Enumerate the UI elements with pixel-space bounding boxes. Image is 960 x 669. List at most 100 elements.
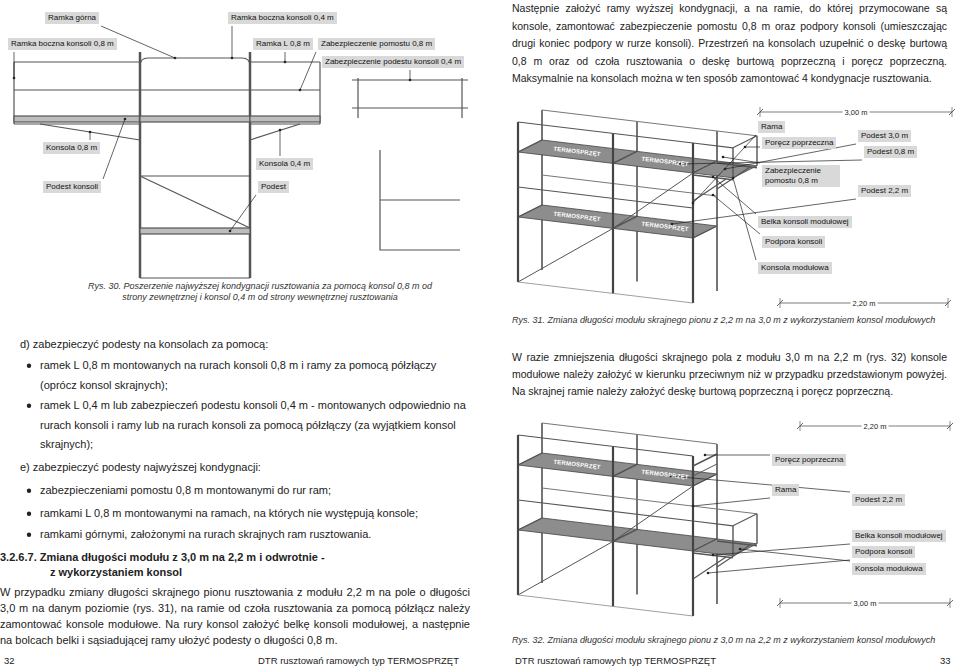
transom bbox=[518, 453, 542, 465]
bullet-marks bbox=[27, 364, 31, 537]
drawing-part bbox=[14, 116, 140, 122]
bullet bbox=[27, 364, 31, 368]
drawing-part bbox=[380, 199, 460, 200]
deck-plank bbox=[518, 205, 637, 228]
callout-tag: Poręcz poprzeczna bbox=[772, 454, 846, 466]
leader-line bbox=[745, 147, 760, 148]
drawing-part bbox=[357, 78, 358, 118]
drawing-part bbox=[352, 79, 468, 80]
drawing-part bbox=[250, 89, 320, 90]
list-item: ramek L 0,4 m lub zabezpieczeń podestu k… bbox=[40, 396, 470, 455]
extension-line bbox=[950, 598, 951, 608]
bullet bbox=[27, 489, 31, 493]
leader-dot bbox=[744, 146, 747, 149]
callout-text: Poręcz poprzeczna bbox=[765, 138, 833, 148]
leader-line bbox=[670, 476, 850, 492]
callout-text: Ramka boczna konsoli 0,8 m bbox=[11, 39, 114, 49]
leader-lines bbox=[13, 26, 862, 574]
guard-rail bbox=[693, 521, 733, 526]
list-item: ramek L 0,8 m montowanych na rurach kons… bbox=[40, 356, 470, 395]
body-paragraph: W przypadku zmiany długości skrajnego pi… bbox=[0, 584, 470, 648]
plank-logo: TERMOSPRZĘT bbox=[553, 458, 601, 471]
callout-tag: Ramka boczna konsoli 0,8 m bbox=[8, 38, 117, 50]
drawing-part bbox=[250, 123, 320, 124]
console-post bbox=[756, 514, 757, 544]
deck-plank bbox=[518, 518, 637, 541]
frame-post bbox=[716, 131, 718, 291]
callout-text: Podest 2,2 m bbox=[855, 495, 902, 505]
guard-rail bbox=[518, 435, 693, 456]
plank-logo: TERMOSPRZĘT bbox=[553, 210, 601, 223]
leader-dot bbox=[712, 554, 715, 557]
leader-dot bbox=[712, 194, 715, 197]
callout-tag: Belka konsoli modułowej bbox=[852, 530, 946, 542]
callout-text: Ramka boczna konsoli 0,4 m bbox=[231, 13, 334, 23]
leader-dot bbox=[722, 156, 725, 159]
scaffold-perspective bbox=[518, 110, 757, 303]
extension-line bbox=[952, 107, 953, 117]
extension-line bbox=[948, 298, 949, 308]
frame-post bbox=[517, 435, 519, 595]
leader-dot bbox=[284, 61, 287, 64]
console-support bbox=[717, 167, 750, 189]
callout-tag: Ramka L 0,8 m bbox=[253, 38, 313, 50]
leader-line bbox=[705, 455, 770, 456]
body-paragraph: W razie zmniejszenia długości skrajnego … bbox=[512, 349, 947, 400]
transom bbox=[613, 529, 637, 541]
diagonal-brace bbox=[518, 228, 613, 282]
leader-dot bbox=[279, 129, 282, 132]
console-post bbox=[732, 526, 733, 556]
leader-dot bbox=[409, 79, 412, 82]
leader-dot bbox=[692, 202, 695, 205]
drawing-part bbox=[380, 150, 460, 250]
diagonal-brace bbox=[613, 173, 693, 228]
leader-dot bbox=[707, 572, 710, 575]
console-support bbox=[717, 545, 750, 567]
callout-text: Ramka L 0,8 m bbox=[256, 39, 310, 49]
drawing-part bbox=[249, 52, 252, 278]
leader-dot bbox=[13, 77, 16, 80]
list-item: ramkami L 0,8 m montowanymi na ramach, n… bbox=[40, 504, 470, 524]
leader-line bbox=[230, 195, 256, 231]
callout-text: Rama bbox=[761, 122, 782, 132]
page-number: 33 bbox=[940, 655, 951, 667]
callout-tag: Konsola modułowa bbox=[758, 262, 832, 274]
callout-tag: Rama bbox=[772, 484, 799, 496]
transom bbox=[518, 140, 542, 152]
leader-dot bbox=[692, 505, 695, 508]
frame-post bbox=[612, 133, 614, 293]
leader-dot bbox=[299, 89, 302, 92]
leader-dot bbox=[739, 548, 742, 551]
scaffold-perspective bbox=[518, 423, 757, 616]
leader-line bbox=[693, 498, 770, 506]
plank-logo: TERMOSPRZĘT bbox=[641, 156, 689, 169]
callout-text: Konsola 0,4 m bbox=[259, 159, 310, 169]
leader-dot bbox=[231, 57, 234, 60]
leader-line bbox=[680, 160, 862, 164]
list-item: zabezpieczeniami pomostu 0,8 m montowany… bbox=[40, 481, 470, 501]
transom bbox=[693, 226, 717, 238]
extension-line bbox=[780, 598, 781, 608]
list-intro: e) zabezpieczyć podesty najwyższej kondy… bbox=[20, 457, 470, 477]
callout-text: Podest konsoli bbox=[46, 182, 98, 192]
transom bbox=[518, 205, 542, 217]
dimension-label: 3,00 m bbox=[852, 598, 879, 609]
extension-line bbox=[760, 107, 761, 117]
callout-text: Konsola 0,8 m bbox=[46, 143, 97, 153]
callout-text: Zabezpieczenie pomostu 0,8 m bbox=[321, 39, 432, 49]
dimension-label: 3,00 m bbox=[843, 107, 870, 118]
leader-dot bbox=[174, 57, 177, 60]
drawing-part bbox=[140, 176, 250, 228]
callout-tag: Podest 2,2 m bbox=[852, 494, 905, 506]
console-support bbox=[693, 557, 726, 579]
leader-line bbox=[713, 195, 760, 234]
drawing-part bbox=[461, 78, 462, 118]
plank-logo: TERMOSPRZĘT bbox=[641, 221, 689, 234]
leader-dot bbox=[732, 177, 735, 180]
leader-dot bbox=[229, 230, 232, 233]
callout-tag: Zabezpieczenie pomostu 0,8 m bbox=[762, 165, 840, 187]
callout-text: Ramka górna bbox=[48, 13, 96, 23]
drawing-part bbox=[140, 58, 250, 66]
list-item: ramkami górnymi, założonymi na rurach sk… bbox=[40, 525, 470, 545]
